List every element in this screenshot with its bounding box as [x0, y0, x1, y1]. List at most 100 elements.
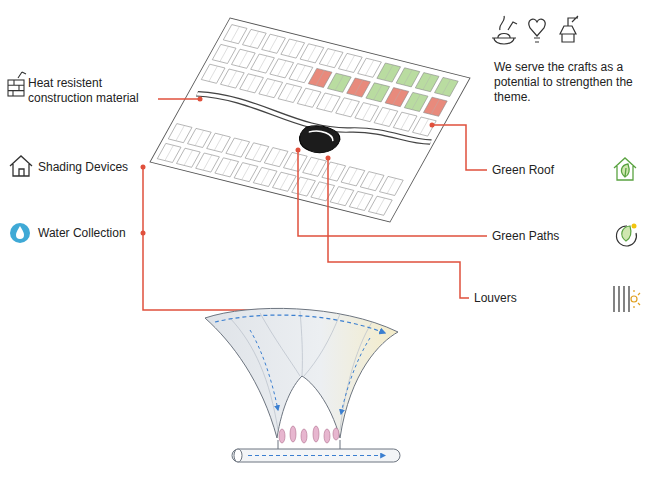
city-block: [415, 73, 439, 92]
block-division: [223, 160, 232, 175]
city-block: [404, 92, 428, 111]
city-block: [177, 148, 201, 167]
block-division: [253, 145, 262, 160]
city-block: [251, 54, 275, 73]
block-division: [176, 126, 185, 141]
city-block: [284, 152, 308, 171]
city-block: [319, 49, 343, 68]
block-division: [220, 46, 229, 61]
block-division: [286, 85, 295, 100]
city-block: [297, 88, 321, 107]
city-block: [413, 117, 437, 136]
leader-lines: [143, 99, 487, 328]
block-division: [385, 65, 394, 80]
urban-map: [150, 18, 470, 222]
city-block: [270, 59, 294, 78]
water-icon: [10, 223, 30, 243]
block-division: [365, 60, 374, 75]
green-paths-icon: [616, 224, 636, 246]
block-division: [376, 198, 385, 213]
block-division: [349, 169, 358, 184]
city-block: [221, 69, 245, 88]
city-block: [300, 44, 324, 63]
brick-icon: [8, 72, 26, 96]
block-division: [299, 179, 308, 194]
block-division: [346, 55, 355, 70]
block-division: [269, 36, 278, 51]
city-block: [435, 77, 459, 96]
city-block: [278, 83, 302, 102]
house-icon: [10, 156, 32, 176]
city-block: [240, 74, 264, 93]
city-block: [232, 49, 256, 68]
city-block: [385, 88, 409, 107]
block-division: [297, 66, 306, 81]
material-label: Heat resistent construction material: [28, 76, 156, 106]
city-block: [347, 78, 371, 97]
city-block: [360, 172, 384, 191]
city-block: [212, 44, 236, 63]
city-block: [380, 176, 404, 195]
block-division: [401, 114, 410, 129]
city-block: [207, 133, 231, 152]
leader-dots: [141, 97, 435, 236]
city-block: [396, 68, 420, 87]
block-division: [316, 70, 325, 85]
city-block: [259, 79, 283, 98]
city-block: [196, 153, 220, 172]
craft-icons: [492, 16, 578, 44]
block-division: [327, 51, 336, 66]
strategy-label: Louvers: [474, 291, 584, 306]
block-division: [382, 109, 391, 124]
block-division: [431, 99, 440, 114]
city-block: [262, 34, 286, 53]
city-block: [311, 182, 335, 201]
city-block: [201, 64, 225, 83]
city-block: [281, 39, 305, 58]
block-division: [184, 150, 193, 165]
block-division: [310, 159, 319, 174]
city-block: [349, 191, 373, 210]
city-block: [264, 148, 288, 167]
strategy-label: Water Collection: [38, 226, 148, 241]
strategy-label: Green Paths: [492, 229, 602, 244]
block-division: [412, 94, 421, 109]
block-division: [404, 70, 413, 85]
green-roof-icon: [614, 158, 636, 180]
block-division: [368, 174, 377, 189]
block-division: [195, 130, 204, 145]
block-division: [289, 41, 298, 56]
city-block: [157, 143, 181, 162]
block-division: [363, 105, 372, 120]
note-text: We serve the crafts as a potential to st…: [494, 60, 636, 105]
city-block: [168, 124, 192, 143]
city-block: [369, 196, 393, 215]
city-block: [377, 63, 401, 82]
block-division: [420, 119, 429, 134]
block-division: [387, 178, 396, 193]
city-block: [358, 58, 382, 77]
city-block: [223, 25, 247, 44]
block-division: [214, 135, 223, 150]
city-block: [355, 103, 379, 122]
block-division: [423, 75, 432, 90]
louver-icon: [614, 286, 640, 312]
block-division: [209, 66, 218, 81]
canopy-illustration: [205, 308, 400, 462]
block-division: [324, 95, 333, 110]
city-block: [188, 128, 212, 147]
block-division: [247, 76, 256, 91]
block-division: [234, 140, 243, 155]
city-block: [243, 29, 267, 48]
block-division: [343, 100, 352, 115]
block-division: [308, 46, 317, 61]
block-division: [258, 56, 267, 71]
block-division: [338, 189, 347, 204]
city-block: [424, 97, 448, 116]
block-division: [231, 27, 240, 42]
block-division: [267, 81, 276, 96]
block-division: [330, 164, 339, 179]
block-division: [228, 71, 237, 86]
strategy-label: Shading Devices: [38, 160, 148, 175]
block-division: [239, 51, 248, 66]
